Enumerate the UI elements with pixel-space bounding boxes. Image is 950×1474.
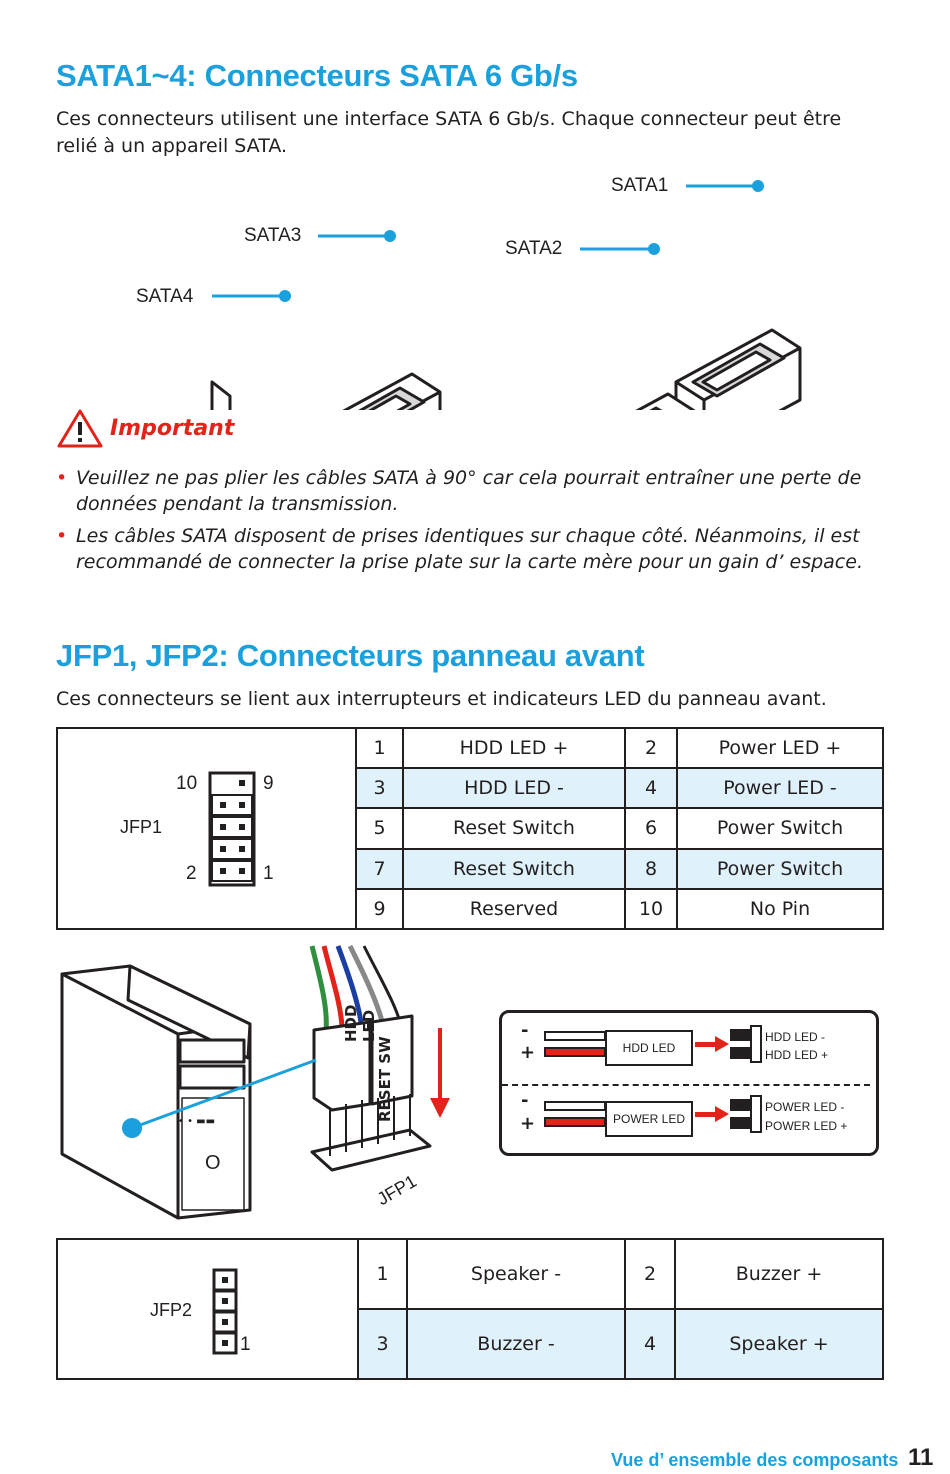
jfp2-label: JFP2: [150, 1300, 193, 1320]
sata4-connector: [210, 380, 232, 410]
jfp1-pin-number: 7: [355, 847, 404, 890]
jfp1-pin10-label: 10: [176, 773, 198, 794]
jfp2-header-icon: [212, 1268, 238, 1355]
jfp1-pin-number: 9: [355, 887, 404, 931]
jfp1-pin2-label: 2: [186, 863, 197, 884]
jfp2-pin-function: Speaker +: [674, 1308, 884, 1380]
jfp1-pin-table: JFP1 10 9 2 1: [56, 726, 884, 931]
jfp2-pin-number: 3: [357, 1308, 408, 1380]
jfp1-pin-number: 8: [624, 847, 678, 890]
page-number: 11: [908, 1444, 934, 1471]
jfp1-pin-function: HDD LED +: [402, 726, 626, 770]
power-plus-sign: +: [520, 1113, 536, 1134]
jfp-description: Ces connecteurs se lient aux interrupteu…: [56, 688, 827, 710]
led-polarity-legend: [499, 1010, 879, 1156]
legend-divider: [502, 1084, 870, 1086]
jfp-section-title: JFP1, JFP2: Connecteurs panneau avant: [56, 638, 645, 673]
jfp1-pin1-label: 1: [263, 863, 274, 884]
sata-connectors-diagram: [210, 180, 802, 410]
jfp1-pin-function: Reset Switch: [402, 847, 626, 890]
hdd-led-cable-label: HDD LED: [342, 1004, 378, 1042]
jfp1-pin-function: Power LED +: [676, 726, 884, 770]
jfp1-pin-number: 3: [355, 767, 404, 810]
jfp1-header-icon: [208, 771, 256, 887]
jfp1-pin-function: Power LED -: [676, 767, 884, 810]
warning-icon: [57, 409, 103, 448]
important-title: Important: [110, 416, 235, 441]
sata-description: Ces connecteurs utilisent une interface …: [56, 108, 842, 157]
hdd-led-minus-label: HDD LED -: [765, 1030, 826, 1044]
power-led-minus-label: POWER LED -: [765, 1100, 845, 1114]
jfp1-pin-number: 5: [355, 807, 404, 850]
hdd-plus-sign: +: [520, 1042, 536, 1063]
led-wiring-icons: [544, 1025, 762, 1133]
jfp1-pin-function: Reserved: [402, 887, 626, 931]
hdd-led-plus-label: HDD LED +: [765, 1048, 829, 1062]
jfp1-pin-number: 6: [624, 807, 678, 850]
jfp1-pin-function: No Pin: [676, 887, 884, 931]
jfp1-pin-function: Power Switch: [676, 807, 884, 850]
jfp2-pin-table: JFP2 1 1 Speaker - 2 Buzzer + 3 Buzz: [56, 1238, 884, 1380]
case-front-dots: • • ▬▬: [178, 1116, 216, 1127]
important-bullet-1: •Veuillez ne pas plier les câbles SATA à…: [56, 467, 862, 515]
jfp2-pin-function: Buzzer -: [406, 1308, 626, 1380]
hdd-minus-sign: -: [521, 1020, 529, 1041]
jfp1-pin-function: HDD LED -: [402, 767, 626, 810]
sata2-label: SATA2: [505, 238, 563, 259]
power-led-box: POWER LED: [605, 1101, 693, 1137]
power-led-plus-label: POWER LED +: [765, 1119, 848, 1133]
footer-section-name: Vue d’ ensemble des composants: [611, 1450, 899, 1470]
jfp2-pin-number: 1: [357, 1238, 408, 1310]
jfp2-pin-number: 2: [624, 1238, 676, 1310]
sata-section-title: SATA1~4: Connecteurs SATA 6 Gb/s: [56, 58, 578, 93]
jfp1-pin-number: 1: [355, 726, 404, 770]
jfp1-pin-number: 4: [624, 767, 678, 810]
reset-sw-cable-label: RESET SW: [376, 1036, 394, 1122]
sata1-label: SATA1: [611, 175, 669, 196]
jfp1-pin9-label: 9: [263, 773, 274, 794]
sata4-label: SATA4: [136, 286, 194, 307]
jfp1-pin-function: Reset Switch: [402, 807, 626, 850]
jfp2-pin-number: 4: [624, 1308, 676, 1380]
jfp2-header-cell: JFP2 1: [56, 1238, 359, 1380]
important-bullet-2: •Les câbles SATA disposent de prises ide…: [56, 525, 863, 573]
case-power-button: O: [205, 1152, 221, 1174]
jfp2-pin-function: Speaker -: [406, 1238, 626, 1310]
hdd-led-box: HDD LED: [605, 1030, 693, 1066]
jfp1-header-cell: JFP1 10 9 2 1: [56, 727, 357, 930]
jfp2-pin1-label: 1: [240, 1334, 251, 1355]
jfp1-pin-number: 2: [624, 726, 678, 770]
sata3-label: SATA3: [244, 225, 302, 246]
jfp1-label: JFP1: [120, 817, 163, 837]
jfp1-pin-number: 10: [624, 887, 678, 931]
jfp2-pin-function: Buzzer +: [674, 1238, 884, 1310]
front-panel-case-diagram: [60, 944, 450, 1220]
jfp1-pin-function: Power Switch: [676, 847, 884, 890]
power-minus-sign: -: [521, 1090, 529, 1111]
